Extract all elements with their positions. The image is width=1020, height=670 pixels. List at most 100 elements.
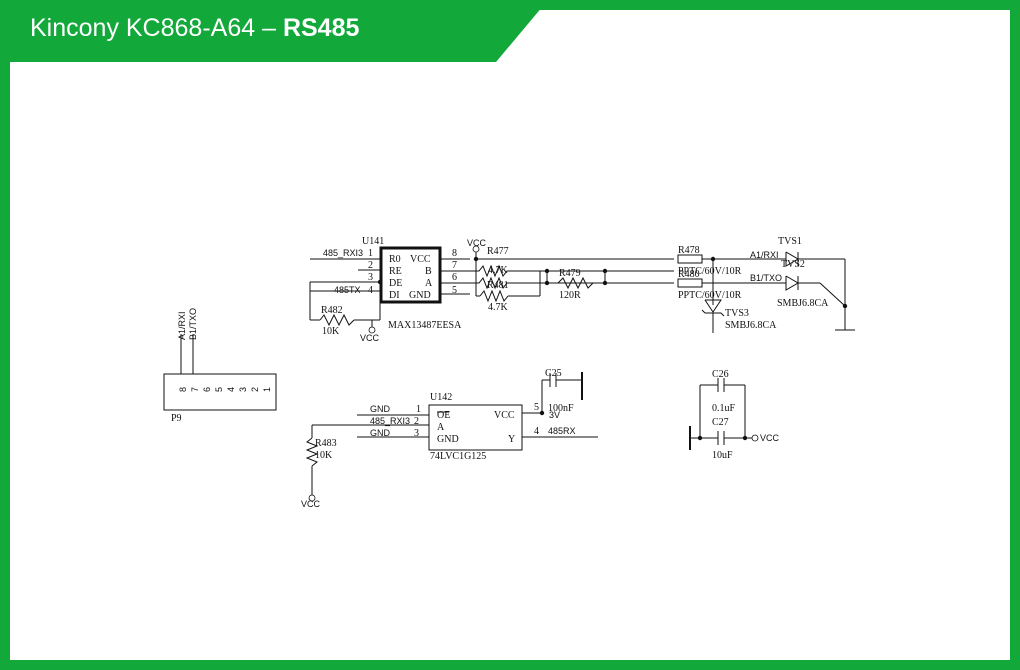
svg-text:VCC: VCC <box>494 410 515 421</box>
r479-value: 120R <box>559 290 581 301</box>
u141-right-pin-names: VCC B A GND <box>409 254 433 301</box>
svg-text:7: 7 <box>190 387 200 392</box>
r478-ref: R478 <box>678 245 700 256</box>
net-gnd: GND <box>370 404 391 414</box>
svg-text:B: B <box>425 266 432 277</box>
tvs2-ref: TVS2 <box>781 259 805 270</box>
tvs2-value: SMBJ6.8CA <box>777 298 829 309</box>
r479-ref: R479 <box>559 268 581 279</box>
svg-text:2: 2 <box>368 260 373 271</box>
svg-text:3: 3 <box>238 387 248 392</box>
r480-body <box>677 278 703 288</box>
r480-value: PPTC/60V/10R <box>678 290 742 301</box>
c25-ref: C25 <box>545 368 562 379</box>
svg-text:3: 3 <box>368 272 373 283</box>
svg-text:8: 8 <box>452 248 457 259</box>
tvs3-value: SMBJ6.8CA <box>725 320 777 331</box>
vcc-node-icon <box>751 434 759 442</box>
svg-text:RE: RE <box>389 266 402 277</box>
r483-ref: R483 <box>315 438 337 449</box>
p9-net-b1-txo: B1/TXO <box>188 308 198 340</box>
r481-ref: R481 <box>487 280 509 291</box>
r478-body <box>677 254 703 264</box>
svg-text:6: 6 <box>452 272 457 283</box>
net-b1-txo: B1/TXO <box>750 273 782 283</box>
c27-ref: C27 <box>712 417 729 428</box>
u142-pin-numbers: 1 2 3 5 4 <box>414 402 539 439</box>
svg-text:DI: DI <box>389 290 400 301</box>
svg-text:VCC: VCC <box>410 254 431 265</box>
vcc-label: VCC <box>760 433 780 443</box>
u142-part: 74LVC1G125 <box>430 451 486 462</box>
u142-ref: U142 <box>430 392 452 403</box>
p9-ref: P9 <box>171 413 182 424</box>
net-485-rxi3: 485_RXI3 <box>370 416 410 426</box>
net-a1-rxi: A1/RXI <box>750 250 779 260</box>
r477-value: 4.7K <box>488 265 509 276</box>
u141-part: MAX13487EESA <box>388 320 462 331</box>
net-485tx: 485TX <box>334 285 361 295</box>
net-485rx: 485RX <box>548 426 576 436</box>
r481-value: 4.7K <box>488 302 509 313</box>
vcc-node-icon <box>368 326 376 334</box>
page-title: Kincony KC868-A64 – RS485 <box>30 14 359 43</box>
u141-left-pin-names: R0 RE DE DI <box>389 254 402 301</box>
r482-ref: R482 <box>321 305 343 316</box>
net-3v: 3V <box>549 410 560 420</box>
u141-right-pin-numbers: 8 7 6 5 <box>452 248 457 296</box>
p9-body <box>163 373 277 411</box>
vcc-node-icon <box>308 494 316 502</box>
c26-value: 0.1uF <box>712 403 736 414</box>
u142-pin-names: OE A GND VCC Y <box>437 410 515 445</box>
svg-text:3: 3 <box>414 428 419 439</box>
u141-body <box>379 246 442 304</box>
vcc-node-icon <box>472 245 480 253</box>
svg-text:A: A <box>425 278 433 289</box>
svg-text:GND: GND <box>437 434 459 445</box>
svg-text:Y: Y <box>508 434 515 445</box>
tvs1-ref: TVS1 <box>778 236 802 247</box>
r483-value: 10K <box>315 450 333 461</box>
vcc-label: VCC <box>360 333 380 343</box>
c27-value: 10uF <box>712 450 733 461</box>
header-band <box>0 0 548 62</box>
r482-value: 10K <box>322 326 340 337</box>
svg-text:4: 4 <box>534 426 539 437</box>
svg-text:1: 1 <box>368 248 373 259</box>
svg-text:DE: DE <box>389 278 402 289</box>
r480-ref: R480 <box>678 269 700 280</box>
svg-text:6: 6 <box>202 387 212 392</box>
u141-ref: U141 <box>362 236 384 247</box>
title-prefix: Kincony KC868-A64 – <box>30 14 283 42</box>
c25-value: 100nF <box>548 403 574 414</box>
svg-text:7: 7 <box>452 260 457 271</box>
svg-text:4: 4 <box>368 285 373 296</box>
title-bold: RS485 <box>282 14 360 42</box>
svg-text:1: 1 <box>416 404 421 415</box>
tvs3-ref: TVS3 <box>725 308 749 319</box>
r478-value: PPTC/60V/10R <box>678 266 742 277</box>
svg-text:8: 8 <box>178 387 188 392</box>
svg-text:4: 4 <box>226 387 236 392</box>
u141-left-pin-numbers: 1 2 3 4 <box>368 248 373 296</box>
svg-text:5: 5 <box>214 387 224 392</box>
svg-text:2: 2 <box>250 387 260 392</box>
net-gnd: GND <box>370 428 391 438</box>
svg-text:5: 5 <box>534 402 539 413</box>
p9-net-a1-rxi: A1/RXI <box>177 311 187 340</box>
svg-text:5: 5 <box>452 285 457 296</box>
svg-text:2: 2 <box>414 416 419 427</box>
u142-body <box>428 404 523 451</box>
svg-text:A: A <box>437 422 445 433</box>
p9-pin-numbers: 8 7 6 5 4 3 2 1 <box>178 387 272 392</box>
svg-text:1: 1 <box>262 387 272 392</box>
svg-text:OE: OE <box>437 410 450 421</box>
r477-ref: R477 <box>487 246 509 257</box>
svg-text:R0: R0 <box>389 254 401 265</box>
c26-ref: C26 <box>712 369 729 380</box>
vcc-label: VCC <box>301 499 321 509</box>
vcc-label: VCC <box>467 238 487 248</box>
svg-text:GND: GND <box>409 290 431 301</box>
net-485-rxi3: 485_RXI3 <box>323 248 363 258</box>
